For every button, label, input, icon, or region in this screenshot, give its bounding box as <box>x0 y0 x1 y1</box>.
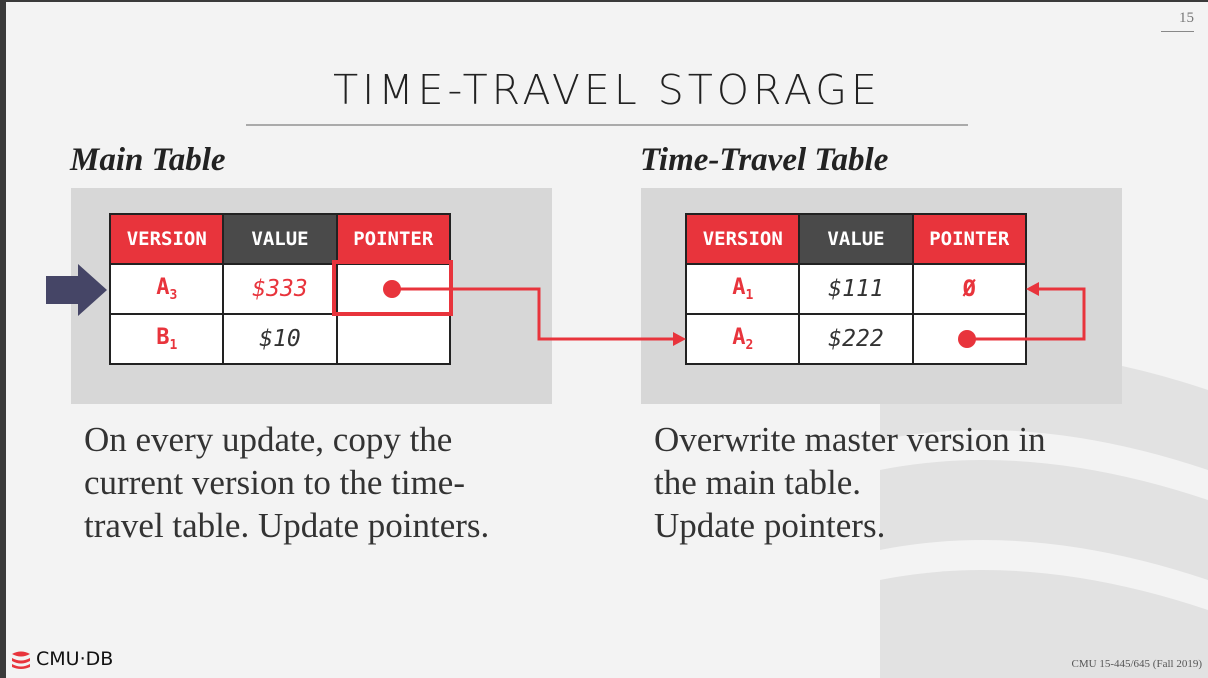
value-cell: $111 <box>798 263 914 315</box>
version-cell: A3 <box>108 263 225 315</box>
cmu-db-logo: CMU·DB <box>10 648 113 670</box>
version-subscript: 2 <box>745 338 754 353</box>
version-letter: A <box>732 275 746 300</box>
value-cell: $222 <box>798 313 914 365</box>
caption-line: On every update, copy the <box>84 420 453 459</box>
caption-line: Update pointers. <box>654 506 886 545</box>
main-table: VERSION VALUE POINTER A3 $333 B1 $10 <box>108 213 452 365</box>
pointer-cell <box>335 263 452 315</box>
main-col-pointer-header: POINTER <box>335 213 452 265</box>
main-col-value-header: VALUE <box>222 213 338 265</box>
pointer-cell <box>911 313 1028 365</box>
main-table-header-row: VERSION VALUE POINTER <box>108 213 452 265</box>
window-edge-top <box>0 0 1208 2</box>
caption-line: current version to the time- <box>84 463 465 502</box>
table-row: A2 $222 <box>684 313 1028 365</box>
slide-title: TIME-TRAVEL STORAGE <box>246 66 968 126</box>
version-subscript: 1 <box>169 338 178 353</box>
version-subscript: 1 <box>745 288 754 303</box>
version-cell: B1 <box>108 313 225 365</box>
right-caption: Overwrite master version in the main tab… <box>654 418 1046 547</box>
version-cell: A2 <box>684 313 801 365</box>
logo-text: CMU·DB <box>36 648 114 670</box>
database-icon <box>12 651 30 669</box>
version-letter: B <box>156 325 170 350</box>
main-col-version-header: VERSION <box>108 213 225 265</box>
page-number: 15 <box>1161 10 1194 32</box>
pointer-cell <box>335 313 452 365</box>
caption-line: the main table. <box>654 463 862 502</box>
version-letter: A <box>156 275 170 300</box>
tt-col-pointer-header: POINTER <box>911 213 1028 265</box>
left-caption: On every update, copy the current versio… <box>84 418 489 547</box>
table-row: A3 $333 <box>108 263 452 315</box>
value-cell: $10 <box>222 313 338 365</box>
caption-line: travel table. Update pointers. <box>84 506 490 545</box>
table-row: A1 $111 Ø <box>684 263 1028 315</box>
window-edge-left <box>0 0 6 678</box>
caption-line: Overwrite master version in <box>654 420 1046 459</box>
version-cell: A1 <box>684 263 801 315</box>
version-letter: A <box>732 325 746 350</box>
tt-col-version-header: VERSION <box>684 213 801 265</box>
time-travel-table-header-row: VERSION VALUE POINTER <box>684 213 1028 265</box>
main-table-heading: Main Table <box>70 142 226 178</box>
tt-col-value-header: VALUE <box>798 213 914 265</box>
time-travel-table-heading: Time-Travel Table <box>640 142 889 178</box>
value-cell: $333 <box>222 263 338 315</box>
course-label: CMU 15-445/645 (Fall 2019) <box>1071 658 1202 670</box>
table-row: B1 $10 <box>108 313 452 365</box>
version-subscript: 3 <box>169 288 178 303</box>
null-pointer-cell: Ø <box>911 263 1028 315</box>
time-travel-table: VERSION VALUE POINTER A1 $111 Ø A2 $222 <box>684 213 1028 365</box>
